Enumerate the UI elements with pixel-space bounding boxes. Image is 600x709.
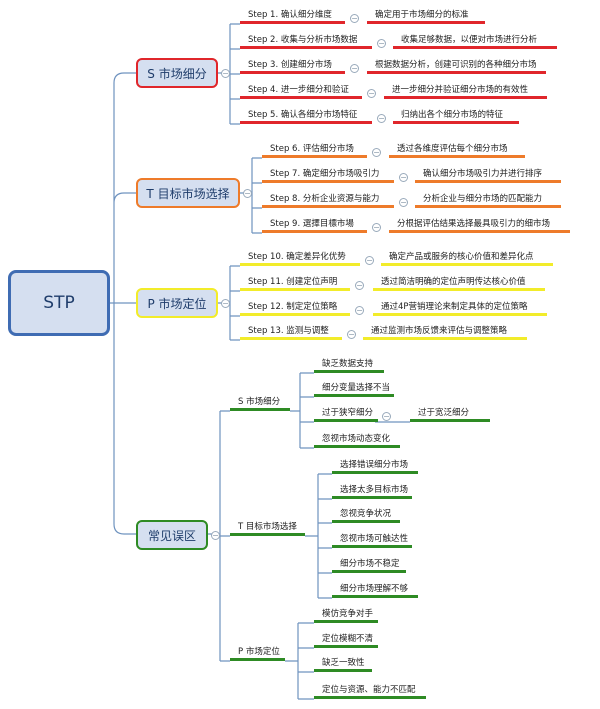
collapse-icon[interactable]: −: [350, 14, 359, 23]
collapse-icon[interactable]: −: [350, 64, 359, 73]
mistake-item[interactable]: 定位模糊不清: [314, 634, 378, 648]
step-desc-s-1[interactable]: 确定用于市场细分的标准: [367, 10, 485, 24]
step-desc-p-2[interactable]: 透过简洁明确的定位声明传达核心价值: [373, 277, 545, 291]
branch-s[interactable]: S 市场细分: [136, 58, 218, 88]
step-desc-s-5[interactable]: 归纳出各个细分市场的特征: [393, 110, 519, 124]
branch-m[interactable]: 常见误区: [136, 520, 208, 550]
step-s-3[interactable]: Step 3. 创建细分市场: [240, 60, 345, 74]
branch-t[interactable]: T 目标市场选择: [136, 178, 240, 208]
collapse-icon[interactable]: −: [221, 69, 230, 78]
mistake-item[interactable]: 细分市场理解不够: [332, 584, 418, 598]
mistake-item[interactable]: 过于狭窄细分: [314, 408, 378, 422]
mistake-item[interactable]: 细分市场不稳定: [332, 559, 406, 573]
collapse-icon[interactable]: −: [382, 412, 391, 421]
step-desc-t-3[interactable]: 分析企业与细分市场的匹配能力: [415, 194, 561, 208]
step-desc-t-4[interactable]: 分根据评估结果选择最具吸引力的细市场: [389, 219, 570, 233]
mistake-item[interactable]: 缺乏数据支持: [314, 359, 384, 373]
step-desc-p-1[interactable]: 确定产品或服务的核心价值和差异化点: [381, 252, 553, 266]
mistake-item[interactable]: 忽视市场可触达性: [332, 534, 412, 548]
step-s-2[interactable]: Step 2. 收集与分析市场数据: [240, 35, 372, 49]
mistake-item[interactable]: 细分变量选择不当: [314, 383, 394, 397]
branch-p[interactable]: P 市场定位: [136, 288, 218, 318]
step-p-2[interactable]: Step 11. 创建定位声明: [240, 277, 350, 291]
collapse-icon[interactable]: −: [347, 330, 356, 339]
step-desc-t-2[interactable]: 确认细分市场吸引力并进行排序: [415, 169, 561, 183]
step-desc-t-1[interactable]: 透过各维度评估每个细分市场: [389, 144, 525, 158]
step-s-5[interactable]: Step 5. 确认各细分市场特征: [240, 110, 372, 124]
collapse-icon[interactable]: −: [377, 39, 386, 48]
collapse-icon[interactable]: −: [367, 89, 376, 98]
mistake-item[interactable]: 缺乏一致性: [314, 658, 372, 672]
mistake-group-1[interactable]: S 市场细分: [230, 397, 290, 411]
step-t-2[interactable]: Step 7. 确定细分市场吸引力: [262, 169, 394, 183]
mistake-item[interactable]: 模仿竞争对手: [314, 609, 378, 623]
mistake-item[interactable]: 选择错误细分市场: [332, 460, 418, 474]
step-desc-p-3[interactable]: 通过4P营销理论来制定具体的定位策略: [373, 302, 547, 316]
mistake-group-3[interactable]: P 市场定位: [230, 647, 285, 661]
step-desc-s-2[interactable]: 收集足够数据，以便对市场进行分析: [393, 35, 557, 49]
mistake-item[interactable]: 忽视市场动态变化: [314, 434, 400, 448]
collapse-icon[interactable]: −: [221, 299, 230, 308]
step-s-4[interactable]: Step 4. 进一步细分和验证: [240, 85, 362, 99]
mistake-group-2[interactable]: T 目标市场选择: [230, 522, 305, 536]
step-t-1[interactable]: Step 6. 评估细分市场: [262, 144, 367, 158]
collapse-icon[interactable]: −: [372, 148, 381, 157]
collapse-icon[interactable]: −: [355, 306, 364, 315]
step-s-1[interactable]: Step 1. 确认细分维度: [240, 10, 345, 24]
step-t-3[interactable]: Step 8. 分析企业资源与能力: [262, 194, 394, 208]
collapse-icon[interactable]: −: [399, 173, 408, 182]
step-p-4[interactable]: Step 13. 监测与调整: [240, 326, 342, 340]
mistake-subitem[interactable]: 过于宽泛细分: [410, 408, 490, 422]
step-desc-s-3[interactable]: 根据数据分析，创建可识别的各种细分市场: [367, 60, 546, 74]
mistake-item[interactable]: 选择太多目标市场: [332, 485, 412, 499]
collapse-icon[interactable]: −: [365, 256, 374, 265]
step-t-4[interactable]: Step 9. 選擇目標市場: [262, 219, 367, 233]
step-p-3[interactable]: Step 12. 制定定位策略: [240, 302, 350, 316]
mistake-item[interactable]: 忽视竞争状况: [332, 509, 400, 523]
collapse-icon[interactable]: −: [372, 223, 381, 232]
root-node[interactable]: STP: [8, 270, 110, 336]
collapse-icon[interactable]: −: [399, 198, 408, 207]
step-desc-s-4[interactable]: 进一步细分并验证细分市场的有效性: [384, 85, 547, 99]
collapse-icon[interactable]: −: [243, 189, 252, 198]
collapse-icon[interactable]: −: [211, 531, 220, 540]
collapse-icon[interactable]: −: [377, 114, 386, 123]
step-p-1[interactable]: Step 10. 确定差异化优势: [240, 252, 360, 266]
collapse-icon[interactable]: −: [355, 281, 364, 290]
mistake-item[interactable]: 定位与资源、能力不匹配: [314, 685, 426, 699]
step-desc-p-4[interactable]: 通过监测市场反馈来评估与调整策略: [363, 326, 527, 340]
